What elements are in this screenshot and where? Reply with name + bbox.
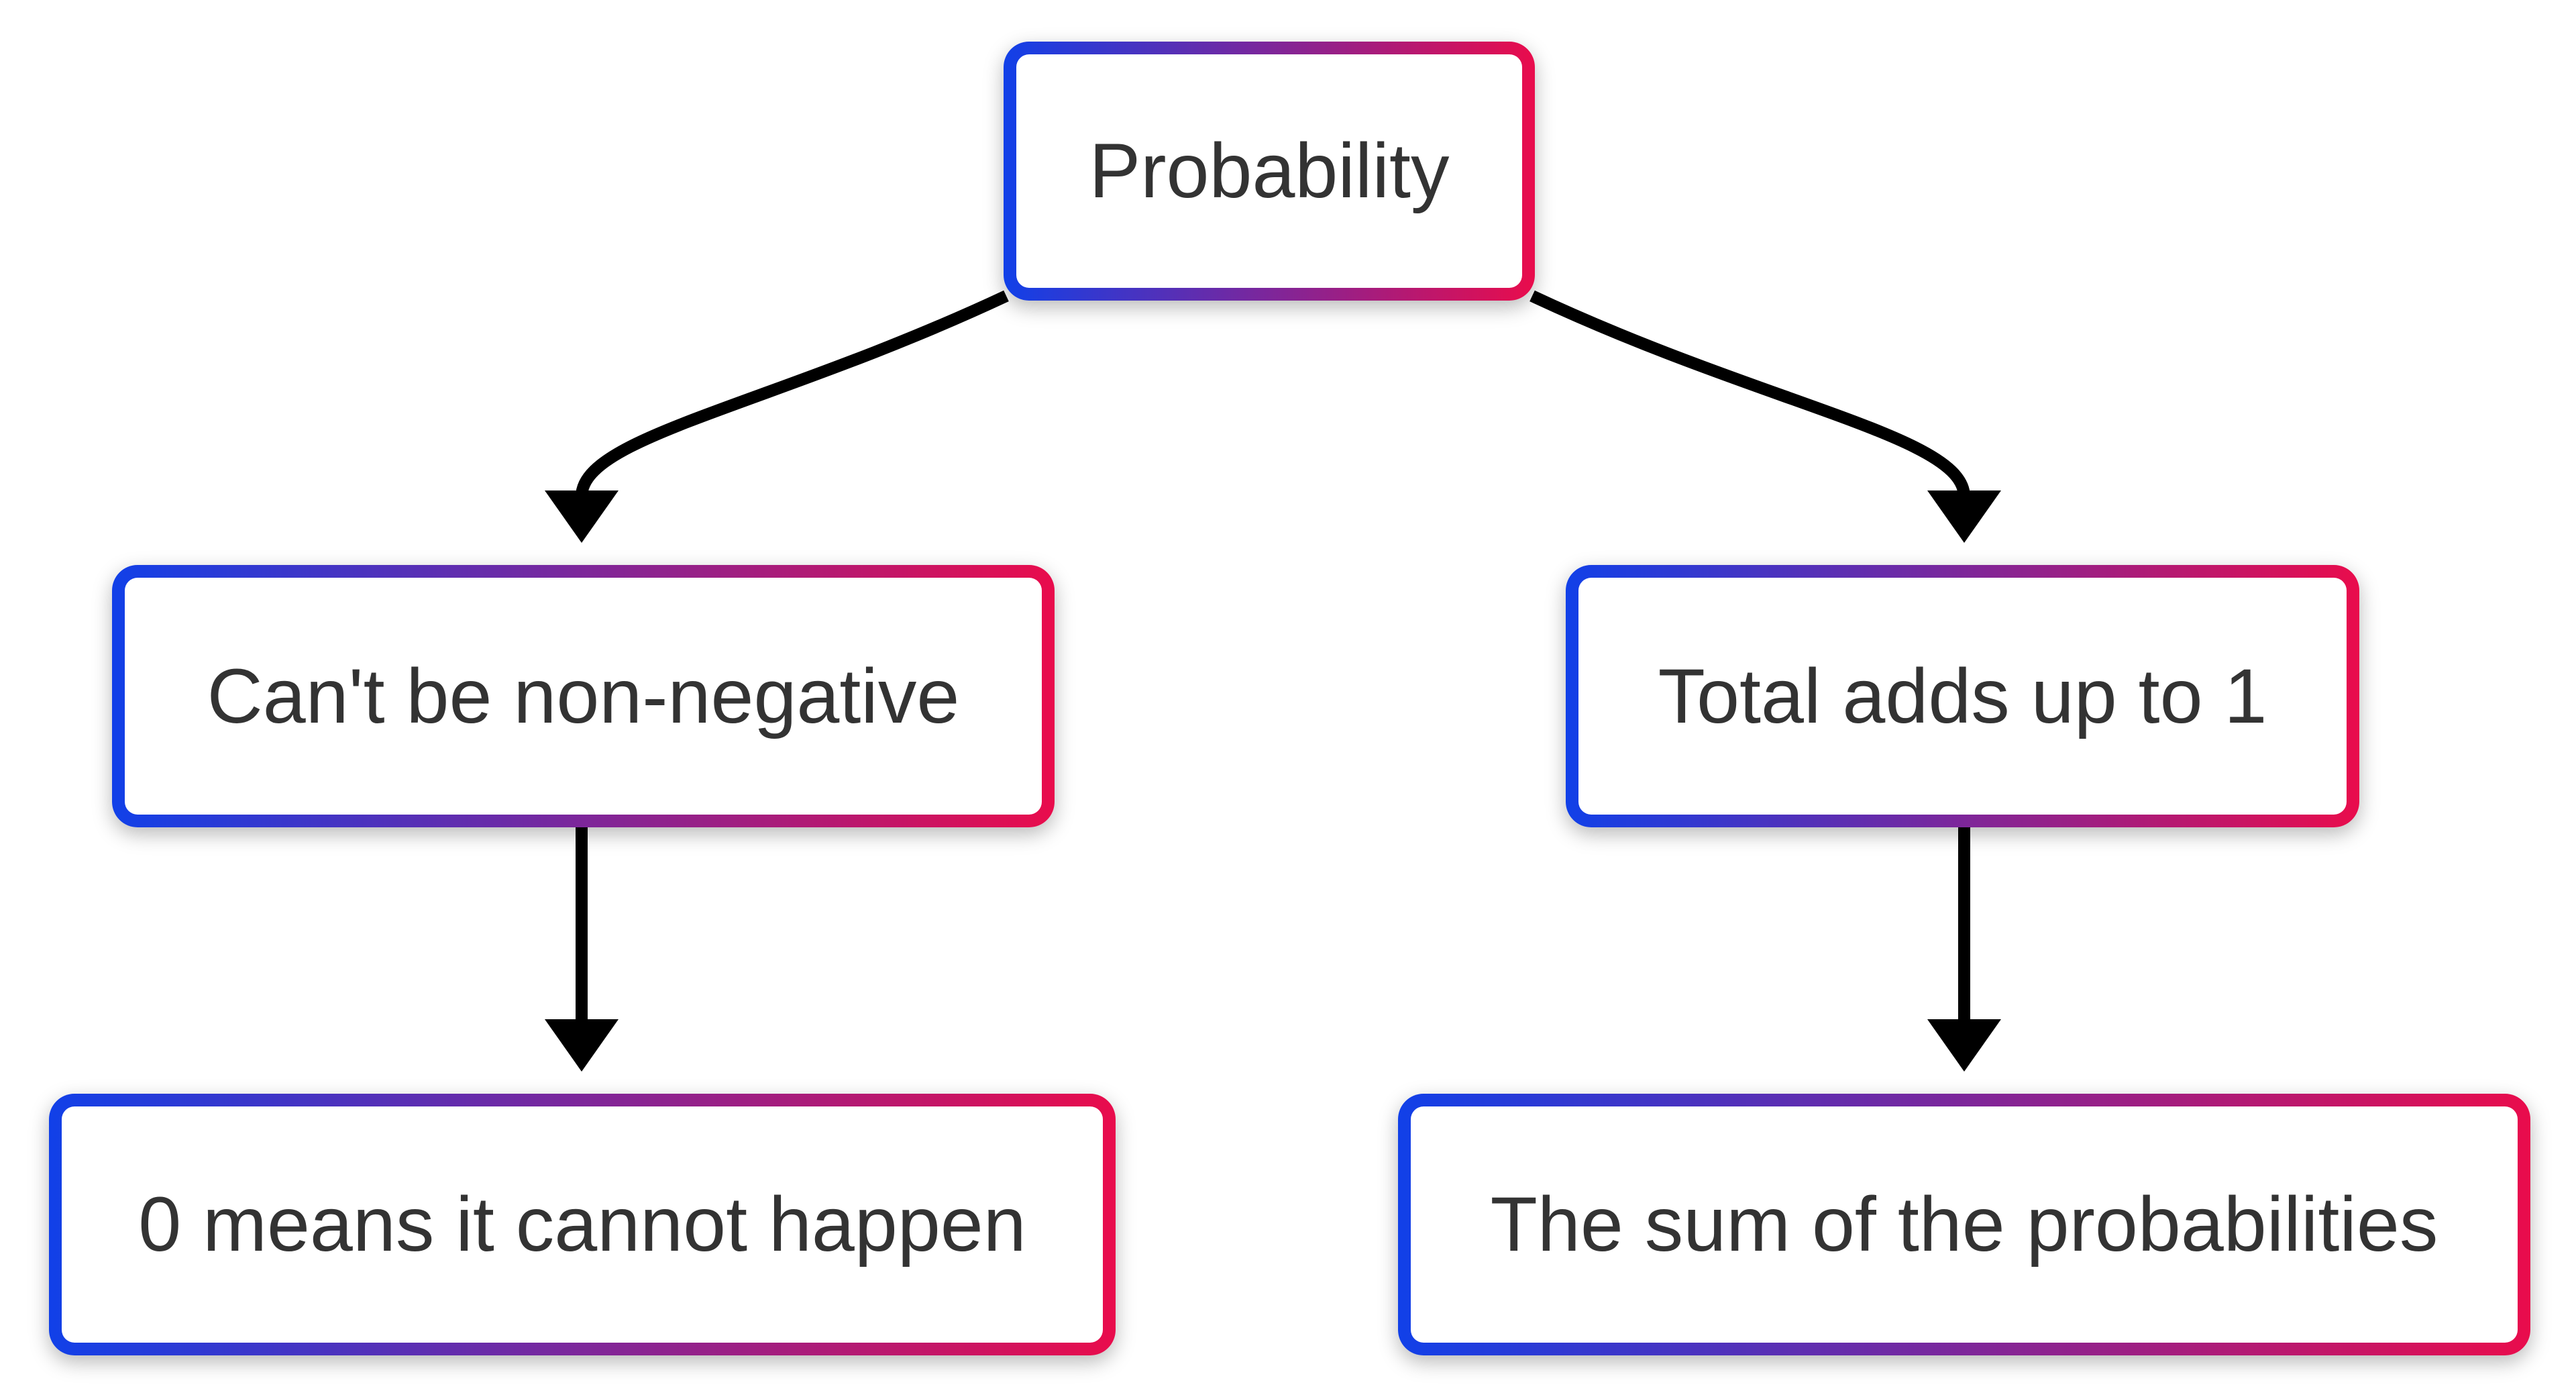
node-0-means-cannot-happen-label: 0 means it cannot happen	[138, 1182, 1026, 1267]
node-0-means-cannot-happen: 0 means it cannot happen	[49, 1094, 1116, 1355]
arrowhead-down-icon	[545, 1019, 619, 1072]
edge-line	[576, 290, 1009, 497]
node-sum-of-probabilities-label: The sum of the probabilities	[1490, 1182, 2438, 1267]
edge-total-to-sum	[1927, 827, 2001, 1072]
node-probability: Probability	[1004, 42, 1535, 301]
node-cant-be-non-negative-label: Can't be non-negative	[207, 653, 960, 739]
edge-non-negative-to-zero	[545, 827, 619, 1072]
arrowhead-down-icon	[545, 490, 619, 543]
edge-probability-to-total	[1529, 290, 2001, 543]
edge-line	[1529, 290, 1970, 497]
node-cant-be-non-negative: Can't be non-negative	[112, 565, 1055, 827]
node-total-adds-up-to-1-label: Total adds up to 1	[1658, 653, 2267, 739]
arrowhead-down-icon	[1927, 490, 2001, 543]
arrowhead-down-icon	[1927, 1019, 2001, 1072]
node-probability-label: Probability	[1089, 128, 1450, 214]
node-total-adds-up-to-1: Total adds up to 1	[1566, 565, 2359, 827]
edge-probability-to-non-negative	[545, 290, 1009, 543]
node-sum-of-probabilities: The sum of the probabilities	[1398, 1094, 2530, 1355]
